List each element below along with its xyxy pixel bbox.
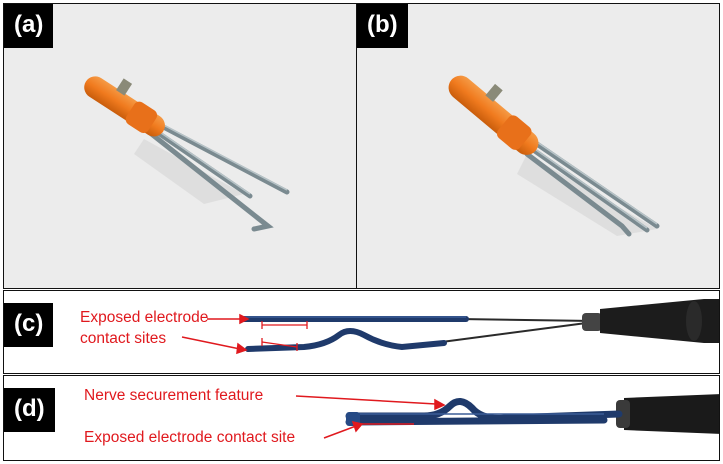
panel-b: (b) (356, 3, 720, 289)
electrode-3d-render-b (357, 4, 720, 289)
panel-c: (c) Exposed electrode contact sites (3, 290, 720, 374)
panel-label-d: (d) (4, 388, 55, 432)
panel-a: (a) (3, 3, 357, 289)
electrode-3d-render-a (4, 4, 357, 289)
annotation-exposed-contact-site: Exposed electrode contact site (84, 428, 295, 447)
annotation-exposed-sites-line1: Exposed electrode (80, 308, 208, 327)
panel-label-a: (a) (4, 4, 53, 48)
panel-d: (d) Nerve securement feature Exposed ele… (3, 375, 720, 461)
panel-label-c: (c) (4, 303, 53, 347)
annotation-exposed-sites-line2: contact sites (80, 329, 166, 348)
annotation-nerve-securement: Nerve securement feature (84, 386, 263, 405)
panel-label-b: (b) (357, 4, 408, 48)
